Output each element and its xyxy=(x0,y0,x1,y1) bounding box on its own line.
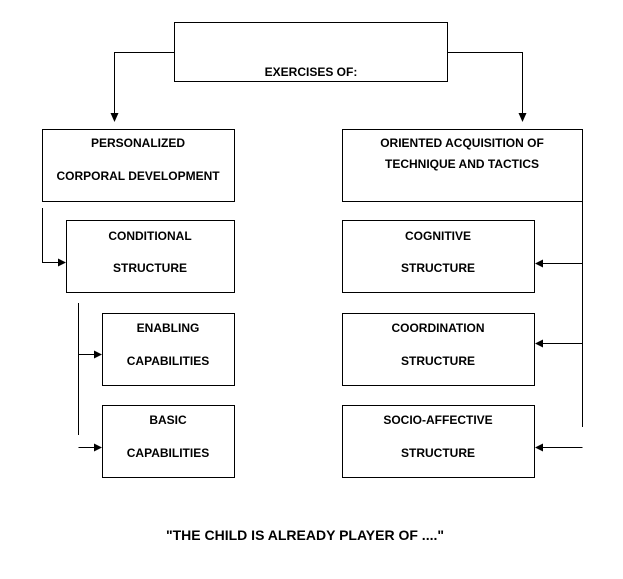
cognitive-line1: COGNITIVE xyxy=(405,229,471,243)
conditional-line1: CONDITIONAL xyxy=(108,229,191,243)
arrow-coordination xyxy=(535,339,543,348)
socio-affective-line2: STRUCTURE xyxy=(401,446,475,460)
oriented-line2: TECHNIQUE AND TACTICS xyxy=(385,157,539,171)
arrow-conditional xyxy=(58,258,66,267)
arrow-top-left xyxy=(110,113,119,122)
basic-box xyxy=(102,405,235,478)
enabling-line2: CAPABILITIES xyxy=(127,354,209,368)
connector-top-right xyxy=(447,52,523,114)
cognitive-line2: STRUCTURE xyxy=(401,261,475,275)
personalized-line2: CORPORAL DEVELOPMENT xyxy=(56,169,220,183)
coordination-line2: STRUCTURE xyxy=(401,354,475,368)
oriented-box xyxy=(342,129,583,202)
personalized-box xyxy=(42,129,235,202)
arrow-enabling xyxy=(94,350,102,359)
coordination-line1: COORDINATION xyxy=(391,321,484,335)
personalized-line1: PERSONALIZED xyxy=(91,136,185,150)
socio-affective-line1: SOCIO-AFFECTIVE xyxy=(383,413,492,427)
coordination-box xyxy=(342,313,535,386)
arrow-socio-affective xyxy=(535,443,543,452)
arrow-top-right xyxy=(518,113,527,122)
oriented-line1: ORIENTED ACQUISITION OF xyxy=(380,136,544,150)
connector-top-left xyxy=(114,52,175,114)
caption: "THE CHILD IS ALREADY PLAYER OF ...." xyxy=(166,527,444,543)
conditional-box xyxy=(66,220,235,293)
enabling-box xyxy=(102,313,235,386)
enabling-line1: ENABLING xyxy=(137,321,200,335)
basic-line2: CAPABILITIES xyxy=(127,446,209,460)
exercises-box xyxy=(174,22,448,82)
arrow-basic xyxy=(94,443,102,452)
connector-left-to-conditional xyxy=(42,208,60,263)
basic-line1: BASIC xyxy=(149,413,187,427)
socio-affective-box xyxy=(342,405,535,478)
exercises-label: EXERCISES OF: xyxy=(265,65,358,79)
arrow-cognitive xyxy=(535,259,543,268)
conditional-line2: STRUCTURE xyxy=(113,261,187,275)
cognitive-box xyxy=(342,220,535,293)
